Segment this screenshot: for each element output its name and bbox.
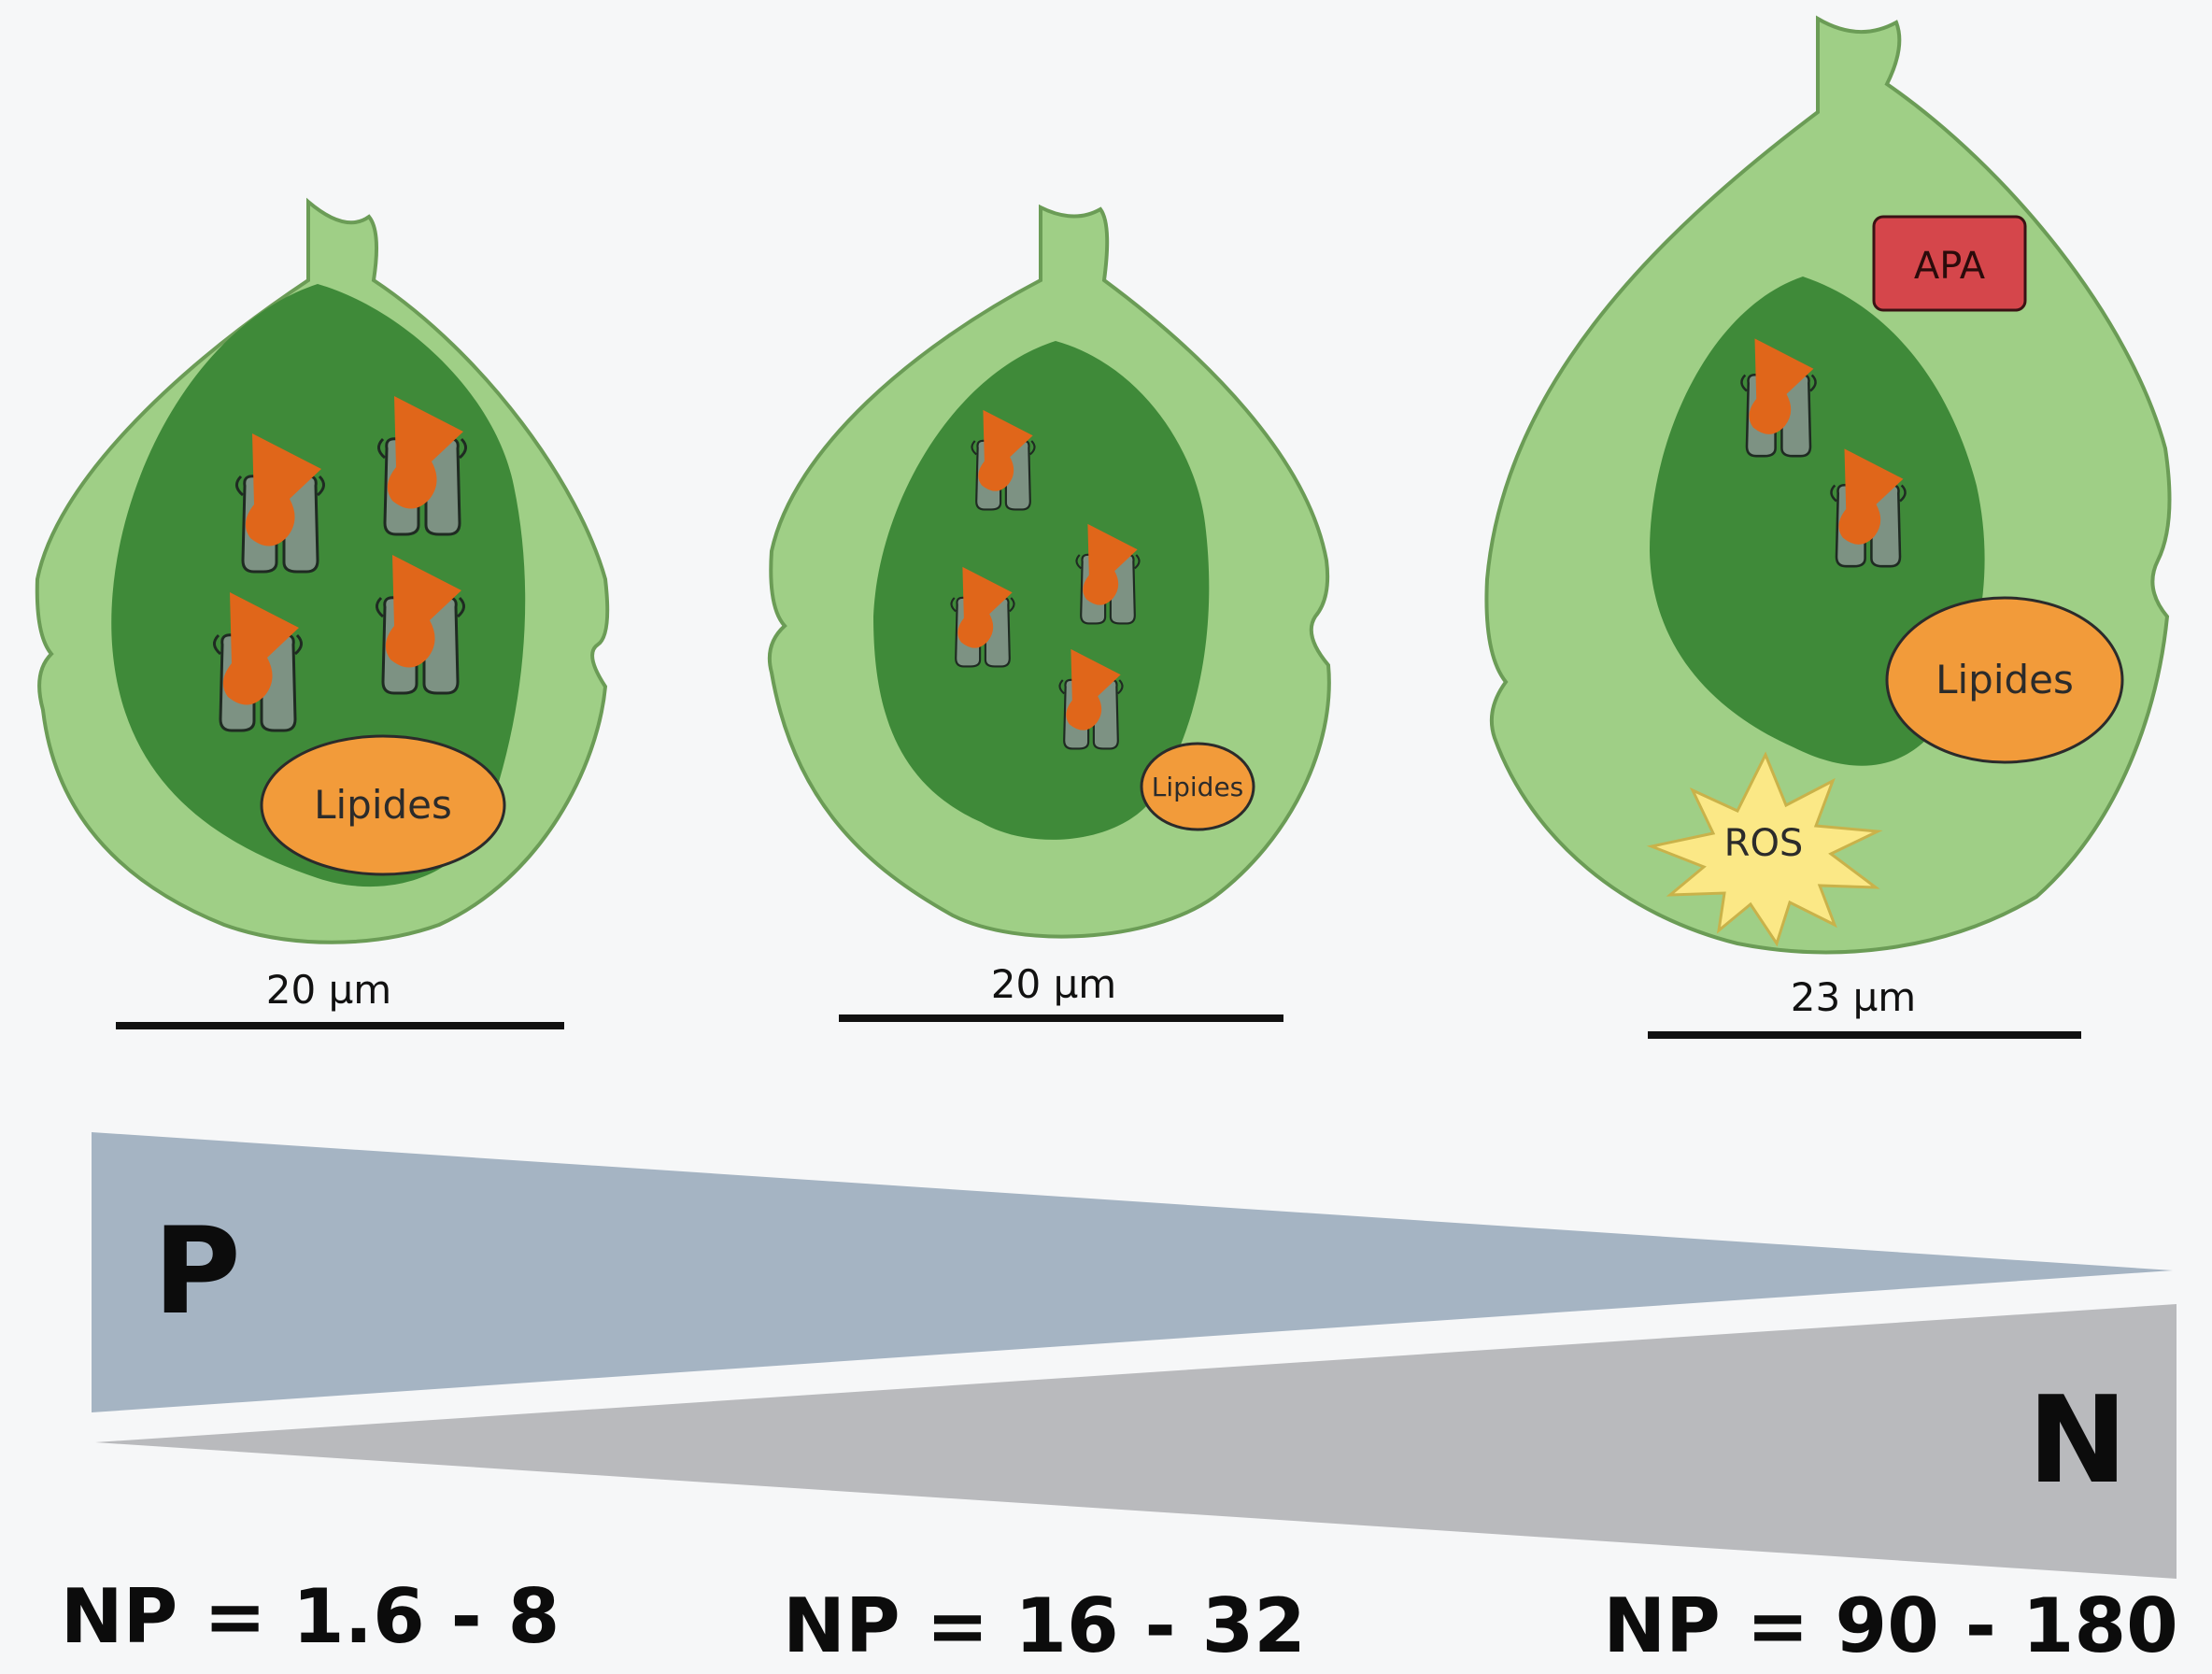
lipid-droplet (1885, 596, 2124, 764)
lipid-label: Lipides (314, 782, 452, 828)
apa-box (1872, 215, 2027, 312)
lipid-label: Lipides (1936, 657, 2074, 702)
np-label-3: NP = 90 - 180 (1603, 1582, 2178, 1669)
cell-3: APA Lipides ROS 23 µm (1484, 15, 2172, 1039)
p-wedge (92, 1132, 2173, 1412)
p-label: P (153, 1202, 241, 1341)
np-label-2: NP = 16 - 32 (783, 1582, 1306, 1669)
np-label-1: NP = 1.6 - 8 (61, 1573, 560, 1660)
lipid-droplet (260, 734, 506, 876)
cell-2: Lipides 20 µm (767, 204, 1331, 1022)
n-label: N (2027, 1371, 2127, 1511)
apa-label: APA (1914, 245, 1986, 288)
lipid-droplet (1140, 742, 1255, 831)
ros-burst (1646, 751, 1883, 947)
scale-label: 20 µm (266, 967, 391, 1013)
ros-label: ROS (1724, 822, 1804, 865)
cell-1: Lipides 20 µm (35, 197, 610, 1029)
lipid-label: Lipides (1152, 772, 1244, 802)
scale-label: 20 µm (991, 961, 1116, 1007)
n-wedge (95, 1304, 2177, 1579)
cell-2-chloroplast (873, 341, 1210, 840)
scale-label: 23 µm (1791, 974, 1916, 1020)
